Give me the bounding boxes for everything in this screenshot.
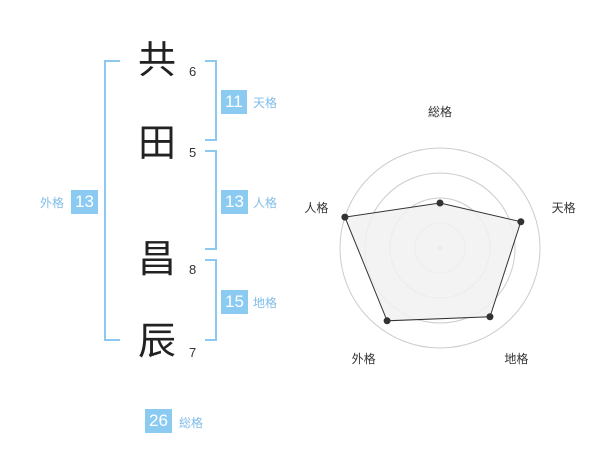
jinkaku-bracket	[205, 150, 217, 250]
radar-axis-label-3: 外格	[352, 351, 376, 366]
tenkaku-value: 11	[221, 90, 247, 114]
name-char-3: 昌	[137, 237, 176, 281]
tenkaku-bracket	[205, 60, 217, 141]
stroke-count-2: 5	[189, 145, 197, 160]
radar-axis-label-4: 人格	[304, 200, 328, 215]
stroke-count-3: 8	[189, 262, 197, 277]
radar-point-0	[436, 199, 444, 207]
radar-point-2	[486, 313, 494, 321]
gaikaku-bracket	[104, 60, 120, 341]
radar-points	[341, 199, 525, 325]
radar-area	[344, 202, 522, 322]
name-char-4: 辰	[137, 319, 176, 363]
radar-point-4	[341, 213, 349, 221]
radar-axis-label-0: 総格	[428, 104, 452, 119]
radar-axis-label-1: 天格	[552, 200, 576, 215]
soukaku-value: 26	[145, 409, 172, 433]
gaikaku-value: 13	[71, 190, 98, 214]
tenkaku-label: 天格	[253, 96, 278, 110]
jinkaku-value: 13	[221, 190, 248, 214]
stroke-count-4: 7	[189, 345, 197, 360]
chikaku-value: 15	[221, 290, 248, 314]
radar-point-3	[383, 317, 391, 325]
chikaku-bracket	[205, 259, 217, 341]
chikaku-label: 地格	[253, 296, 278, 310]
radar-axis-label-2: 地格	[504, 351, 528, 366]
radar-point-1	[517, 218, 525, 226]
soukaku-label: 総格	[179, 416, 204, 430]
name-char-1: 共	[137, 38, 176, 82]
stroke-count-1: 6	[189, 64, 197, 79]
radar-ring-4	[339, 147, 541, 349]
radar-polygon	[344, 202, 522, 322]
gaikaku-label: 外格	[40, 196, 65, 210]
name-char-2: 田	[137, 121, 176, 165]
jinkaku-label: 人格	[253, 196, 278, 210]
